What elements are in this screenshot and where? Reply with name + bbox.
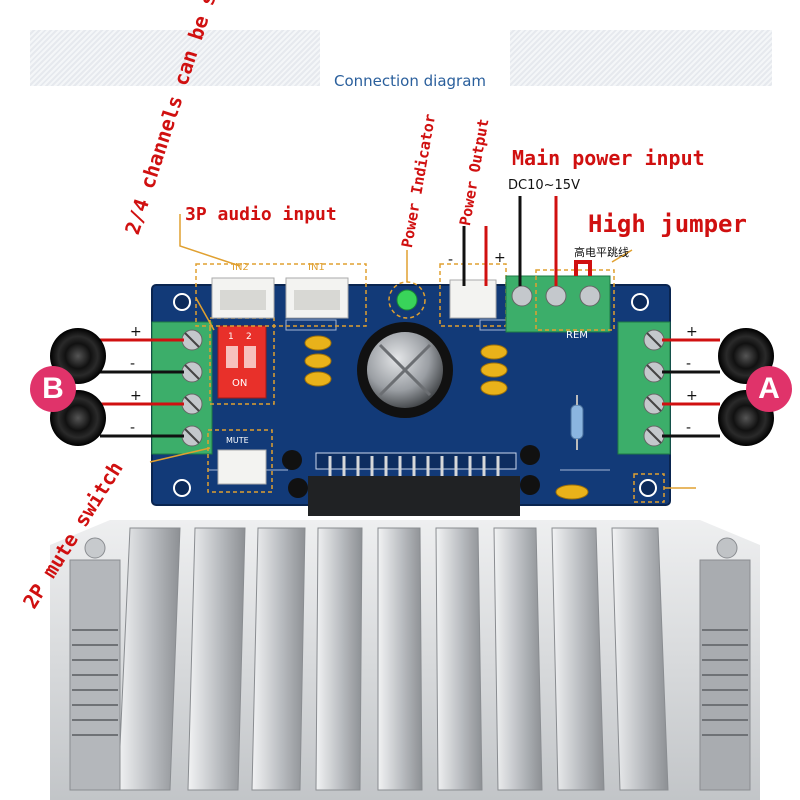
audio-input-label: 3P audio input	[185, 204, 337, 225]
polarity-b2-plus: +	[130, 388, 142, 404]
mute-silk-label: MUTE	[226, 436, 249, 445]
polarity-a2-plus: +	[686, 388, 698, 404]
header-pattern-right	[510, 30, 772, 86]
dip-1-label: 1	[228, 332, 234, 342]
rem-silk-label: REM	[566, 330, 588, 341]
speaker-group-b-badge: B	[30, 366, 76, 412]
mute-connector	[207, 429, 273, 493]
resistor	[570, 395, 584, 450]
polarity-b1-minus: -	[130, 356, 136, 372]
polarity-a1-minus: -	[686, 356, 692, 372]
electrolytic-capacitor	[357, 322, 453, 418]
speaker-terminal-left	[151, 321, 213, 455]
in1-label: IN1	[308, 262, 325, 273]
high-jumper-cn-label: 高电平跳线	[574, 246, 629, 259]
ceramic-capacitors	[304, 335, 589, 500]
in2-label: IN2	[232, 262, 249, 273]
speaker-wires	[100, 338, 720, 438]
power-wires	[462, 196, 592, 286]
dip-switch	[209, 317, 275, 405]
header-pattern-left	[30, 30, 320, 86]
main-power-input-label: Main power input	[512, 146, 705, 170]
amplifier-ic	[308, 452, 520, 516]
page-title: Connection diagram	[333, 72, 486, 90]
speaker-group-a-badge: A	[746, 366, 792, 412]
speaker-terminal-right	[617, 321, 671, 455]
annotation-leaders	[149, 214, 696, 489]
power-output-connector	[439, 263, 507, 327]
main-power-terminal	[505, 269, 615, 333]
polarity-a2-minus: -	[686, 420, 692, 436]
high-jumper-label: High jumper	[588, 210, 747, 238]
dc-voltage-label: DC10~15V	[508, 178, 580, 193]
dip-on-label: ON	[232, 378, 248, 389]
power-out-plus: +	[494, 250, 506, 266]
dip-2-label: 2	[246, 332, 252, 342]
heatsink	[50, 520, 760, 800]
small-capacitors	[282, 445, 540, 498]
power-out-minus: -	[448, 252, 454, 268]
audio-input-connectors	[195, 263, 367, 327]
polarity-a1-plus: +	[686, 324, 698, 340]
polarity-b1-plus: +	[130, 324, 142, 340]
polarity-b2-minus: -	[130, 420, 136, 436]
